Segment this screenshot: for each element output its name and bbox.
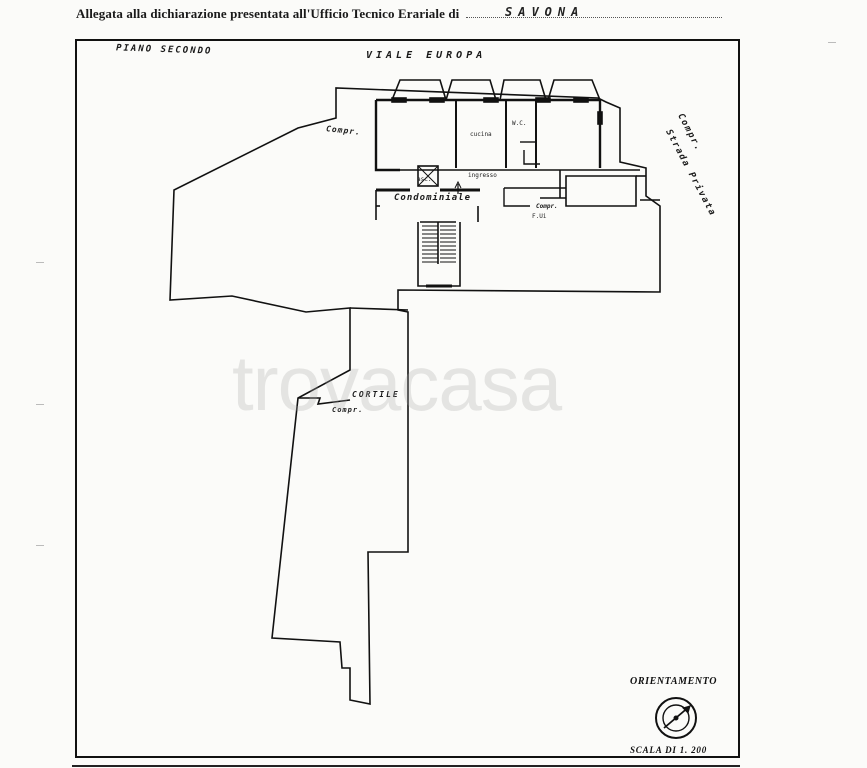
- street-label: VIALE EUROPA: [366, 50, 487, 61]
- hall-label: ingresso: [468, 172, 497, 179]
- watermark: trovacasa: [232, 339, 562, 427]
- fui-label: F.Ui: [532, 213, 547, 220]
- orientation-title: ORIENTAMENTO: [630, 676, 718, 687]
- kitchen-label: cucina: [470, 131, 492, 138]
- wc-label: W.C.: [512, 120, 527, 127]
- drawing-frame: [75, 39, 740, 758]
- condominiale-label: Condominiale: [394, 193, 472, 203]
- compass-icon: [655, 697, 697, 739]
- scale-label: SCALA DI 1. 200: [630, 745, 708, 755]
- cortile-label: CORTILE: [352, 390, 400, 399]
- margin-tick: [36, 545, 44, 546]
- header-dotted-line: [466, 17, 722, 18]
- bottom-rule: [72, 765, 740, 767]
- margin-tick: [36, 262, 44, 263]
- margin-tick: [828, 42, 836, 43]
- margin-tick: [36, 404, 44, 405]
- header-city: SAVONA: [505, 5, 585, 19]
- header-text: Allegata alla dichiarazione presentata a…: [76, 6, 460, 21]
- cortile-comp-label: Compr.: [332, 406, 364, 414]
- lift-label: asc.: [417, 176, 432, 183]
- compr-fui-label: Compr.: [536, 203, 558, 210]
